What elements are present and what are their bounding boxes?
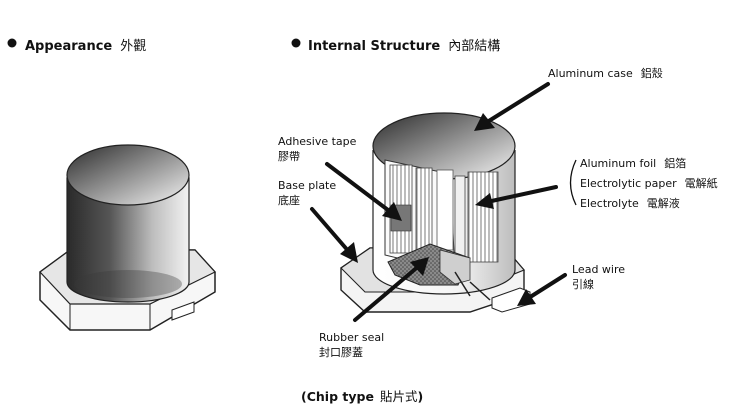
appearance-bullet-icon bbox=[7, 38, 17, 48]
arrow-adhesive-tape bbox=[325, 162, 402, 221]
label-adhesive-tape-en: Adhesive tape bbox=[278, 135, 357, 148]
label-rubber-seal-cjk: 封口膠蓋 bbox=[319, 346, 363, 359]
arrow-aluminum-case bbox=[474, 82, 550, 131]
label-lead-wire-en: Lead wire bbox=[572, 263, 626, 276]
label-electrolytic-paper-en: Electrolytic paper bbox=[580, 177, 677, 190]
label-lead-wire: Lead wire 引線 bbox=[572, 262, 625, 292]
label-adhesive-tape-cjk: 膠帶 bbox=[278, 150, 300, 163]
label-adhesive-tape: Adhesive tape 膠帶 bbox=[278, 134, 356, 164]
appearance-capacitor-drawing bbox=[39, 144, 216, 331]
label-aluminum-case: Aluminum case 鋁殼 bbox=[548, 66, 663, 81]
label-base-plate: Base plate 底座 bbox=[278, 178, 336, 208]
label-electrolyte: Electrolyte 電解液 bbox=[580, 196, 680, 211]
group-bracket bbox=[569, 159, 577, 206]
label-base-plate-en: Base plate bbox=[278, 179, 337, 192]
arrow-foil-group bbox=[475, 185, 558, 209]
caption-type: Chip type bbox=[306, 389, 374, 404]
internal-bullet-icon bbox=[291, 38, 301, 48]
figure-caption: (Chip type 貼片式) bbox=[301, 386, 423, 405]
label-aluminum-case-en: Aluminum case bbox=[548, 67, 633, 80]
arrow-base-plate bbox=[310, 207, 358, 263]
label-electrolyte-en: Electrolyte bbox=[580, 197, 639, 210]
arrow-lead-wire bbox=[517, 273, 567, 306]
label-aluminum-foil-cjk: 鋁箔 bbox=[664, 157, 687, 170]
internal-title: Internal Structure bbox=[308, 39, 441, 54]
internal-heading: Internal Structure 內部結構 bbox=[308, 35, 500, 54]
label-electrolytic-paper-cjk: 電解紙 bbox=[684, 177, 718, 190]
internal-structure-drawing bbox=[340, 112, 531, 313]
label-aluminum-foil: Aluminum foil 鋁箔 bbox=[580, 156, 686, 171]
appearance-heading: Appearance 外觀 bbox=[25, 35, 146, 54]
label-electrolytic-paper: Electrolytic paper 電解紙 bbox=[580, 176, 718, 191]
internal-title-cjk: 內部結構 bbox=[448, 39, 501, 54]
appearance-title: Appearance bbox=[25, 39, 113, 54]
caption-cjk: 貼片式 bbox=[379, 389, 418, 404]
label-base-plate-cjk: 底座 bbox=[278, 194, 300, 207]
label-rubber-seal-en: Rubber seal bbox=[319, 331, 385, 344]
caption-open-paren: ( bbox=[301, 389, 307, 404]
label-aluminum-case-cjk: 鋁殼 bbox=[640, 67, 663, 80]
arrow-rubber-seal bbox=[353, 257, 429, 322]
appearance-title-cjk: 外觀 bbox=[120, 39, 147, 54]
caption-close-paren: ) bbox=[417, 389, 424, 404]
label-rubber-seal: Rubber seal 封口膠蓋 bbox=[319, 330, 384, 360]
label-electrolyte-cjk: 電解液 bbox=[646, 197, 680, 210]
label-aluminum-foil-en: Aluminum foil bbox=[580, 157, 657, 170]
label-lead-wire-cjk: 引線 bbox=[572, 278, 594, 291]
